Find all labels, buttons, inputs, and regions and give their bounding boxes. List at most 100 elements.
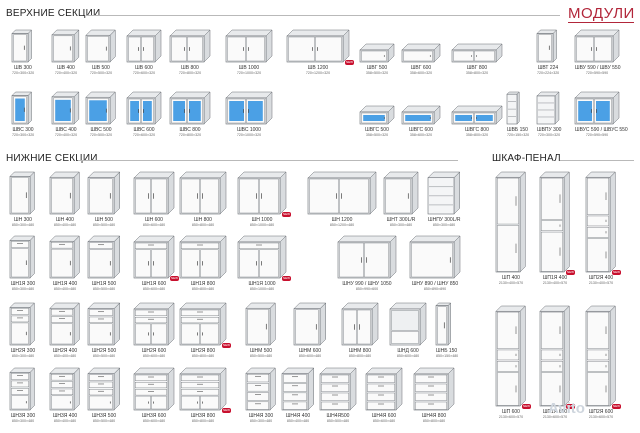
module-code: ШН1Я 400	[52, 281, 78, 287]
module-code: ШВГС 600	[409, 127, 433, 133]
module-code: ШН3Я 400	[52, 413, 78, 419]
module-dimensions: 850×150×480	[436, 354, 459, 358]
cabinet-drawing	[51, 91, 80, 125]
cabinet-drawing	[169, 91, 211, 125]
module-dimensions: 850×500×480	[326, 419, 350, 423]
brand-title: МОДУЛИ	[568, 5, 635, 22]
module-dimensions: 850×600×480	[396, 354, 420, 358]
cabinet-drawing	[87, 235, 121, 279]
module-code: ШВ 500	[92, 65, 110, 71]
module-code: ШН1Я 1000	[248, 281, 276, 287]
module-dimensions: 850×800×480	[191, 223, 215, 227]
cabinet-drawing	[133, 302, 175, 346]
module-code: ШН1Я 600	[141, 281, 167, 287]
module-code: ШН2Я 300	[10, 348, 36, 354]
new-badge: NEW	[345, 60, 354, 65]
module-dimensions: 2130×600×570	[542, 415, 568, 419]
cabinet-drawing	[133, 235, 175, 279]
module-code: ШН2Я 500	[91, 348, 117, 354]
module-code: ШВПУ 300	[537, 127, 562, 133]
module-code: ШВ 1000	[238, 65, 260, 71]
cabinet-drawing	[401, 105, 441, 125]
module-dimensions: 2130×600×570	[498, 415, 524, 419]
module-code: ШВС 600	[133, 127, 155, 133]
module-dimensions: 720×500×320	[89, 71, 113, 75]
module-dimensions: 720×300×320	[537, 133, 561, 137]
cabinet-drawing	[359, 43, 395, 63]
cabinet-drawing	[359, 105, 395, 125]
cabinet-drawing	[341, 302, 379, 346]
module-dimensions: 720×800×320	[178, 133, 202, 137]
module-dimensions: 850×600×480	[372, 419, 396, 423]
new-badge: NEW	[566, 404, 575, 409]
cabinet-drawing	[281, 367, 315, 411]
module-dimensions: 850×1000×480	[249, 287, 275, 291]
module-code: ШП 400	[502, 275, 520, 281]
cabinet-drawing	[49, 171, 80, 215]
module-dimensions: 2130×400×570	[588, 281, 614, 285]
cabinet-drawing	[585, 305, 616, 407]
module-code: ШН1Я 300	[10, 281, 36, 287]
module-code: ШВТ 224	[537, 65, 559, 71]
cabinet-drawing	[85, 91, 116, 125]
module-code: ШН 1000	[251, 217, 273, 223]
module-code: ШНМ 800	[348, 348, 372, 354]
module-code: ШНУ 990 / ШНУ 1050	[342, 281, 392, 287]
module-dimensions: 850×1200×480	[329, 223, 355, 227]
module-dimensions: 850×600×480	[142, 287, 166, 291]
module-dimensions: 720×600×320	[132, 133, 156, 137]
module-dimensions: 850×990×600	[355, 287, 379, 291]
upper-section-rule	[86, 15, 560, 16]
cabinet-drawing	[9, 367, 36, 411]
module-code: ШВУС 590 / ШВУС 550	[575, 127, 628, 133]
cabinet-drawing	[126, 29, 162, 63]
lower-section-title: НИЖНИЕ СЕКЦИИ	[6, 153, 98, 164]
cabinet-drawing	[179, 302, 227, 346]
cabinet-drawing	[451, 105, 503, 125]
module-code: ШНМ 500	[249, 348, 273, 354]
new-badge: NEW	[170, 276, 179, 281]
module-dimensions: 850×400×480	[53, 354, 77, 358]
module-dimensions: 2130×400×570	[498, 281, 524, 285]
cabinet-drawing	[11, 29, 33, 63]
cabinet-drawing	[383, 171, 419, 215]
module-code: ШВГ 500	[366, 65, 388, 71]
cabinet-drawing	[574, 91, 620, 125]
new-badge: NEW	[222, 408, 231, 413]
module-code: ШН4Я 400	[285, 413, 311, 419]
module-code: ШН2Я 800	[190, 348, 216, 354]
module-code: ШВГ 800	[466, 65, 488, 71]
module-dimensions: 850×300×480	[389, 223, 413, 227]
module-code: ШН4Я 600	[371, 413, 397, 419]
cabinet-drawing	[293, 302, 327, 346]
new-badge: NEW	[222, 343, 231, 348]
module-code: ШН3Я 300	[10, 413, 36, 419]
module-code: ШП1Я 400	[542, 275, 568, 281]
module-dimensions: 720×1000×320	[236, 133, 262, 137]
module-code: ШВ 400	[57, 65, 75, 71]
module-code: ШВГС 800	[465, 127, 489, 133]
module-code: ШНБ 150	[436, 348, 458, 354]
cabinet-drawing	[319, 367, 357, 411]
module-dimensions: 358×500×320	[365, 71, 389, 75]
brand-rule	[568, 22, 634, 23]
cabinet-drawing	[401, 43, 441, 63]
lower-section-rule	[78, 160, 458, 161]
avito-watermark: Avito	[548, 400, 585, 417]
module-code: ШН 500	[95, 217, 113, 223]
module-code: ШН4Я 300	[248, 413, 274, 419]
cabinet-drawing	[49, 367, 80, 411]
cabinet-drawing	[286, 29, 350, 63]
new-badge: NEW	[566, 270, 575, 275]
module-dimensions: 850×500×480	[92, 287, 116, 291]
module-code: ШВ 1200	[307, 65, 329, 71]
cabinet-drawing	[435, 302, 452, 346]
cabinet-drawing	[536, 29, 558, 63]
tall-section-title: ШКАФ-ПЕНАЛ	[492, 153, 561, 164]
new-badge: NEW	[522, 404, 531, 409]
module-code: ШН4Я500	[326, 413, 350, 419]
new-badge: NEW	[612, 270, 621, 275]
cabinet-drawing	[9, 235, 36, 279]
module-dimensions: 720×590×590	[585, 71, 609, 75]
module-dimensions: 850×400×480	[53, 419, 77, 423]
